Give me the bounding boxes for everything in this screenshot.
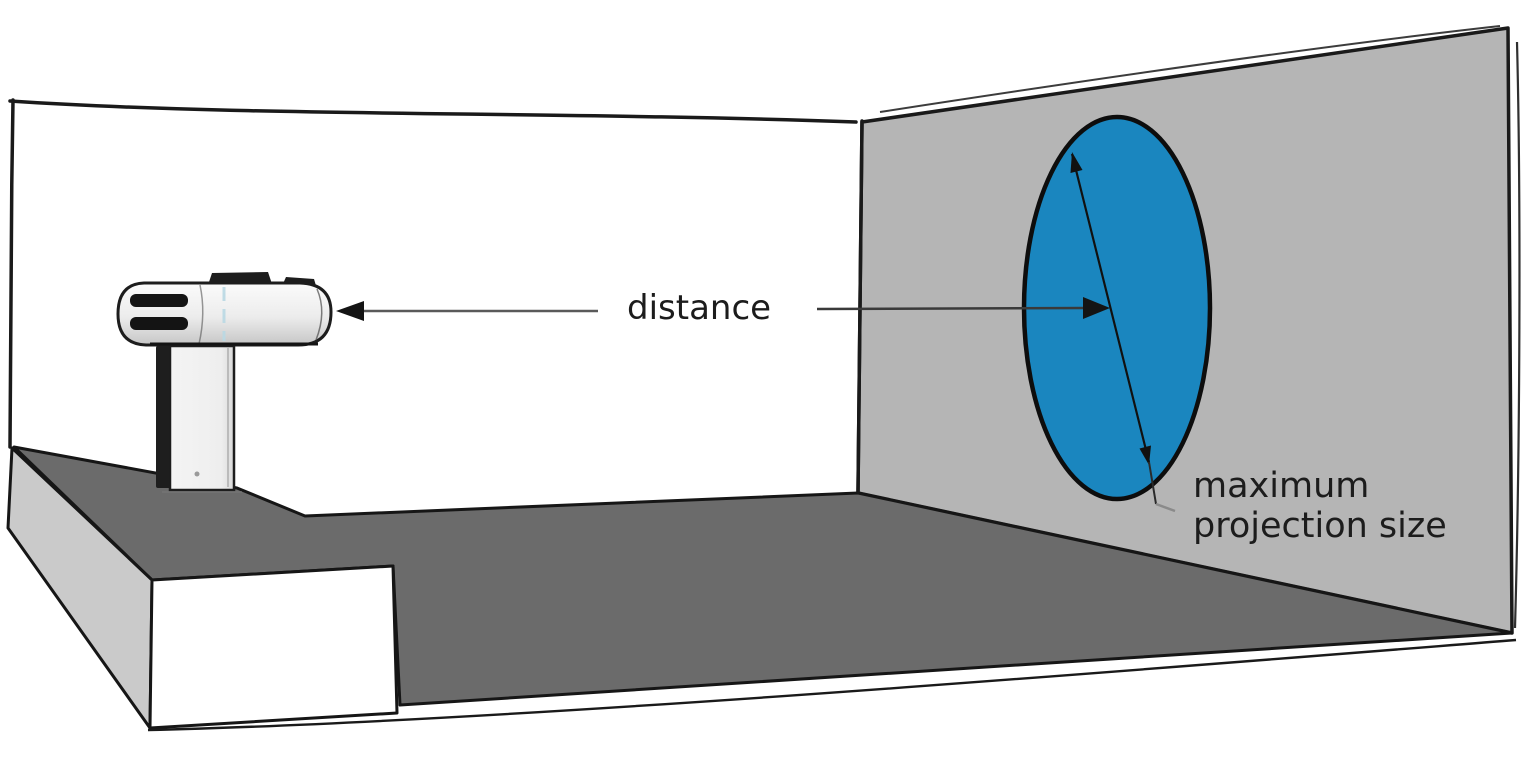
projector [116, 272, 333, 493]
label-leader-line-dark [1148, 461, 1157, 505]
stand-column [168, 344, 236, 492]
distance-label: distance [627, 288, 771, 328]
stand-screw-dot [194, 471, 200, 477]
distance-arrowhead-right-icon [1083, 297, 1110, 319]
platform [6, 446, 399, 730]
wall-top-sketch-line [879, 25, 1501, 113]
wall-right-sketch-line [1513, 41, 1521, 629]
floor-outer-outline [147, 638, 1517, 732]
distance-arrow [336, 297, 1110, 321]
left-wall-top-edge [8, 99, 858, 124]
diameter-arrowhead-top-icon [1070, 152, 1083, 173]
distance-line-right [816, 306, 1087, 311]
diameter-arrow-line [1070, 153, 1151, 463]
label-leader-line-gray [1155, 502, 1176, 513]
projector-cap-seam [198, 284, 204, 345]
diameter-arrowhead-bottom-icon [1139, 445, 1151, 465]
max-projection-label-line2: projection size [1193, 506, 1447, 546]
distance-arrowhead-left-icon [336, 301, 364, 321]
max-projection-label-line1: maximum [1193, 466, 1369, 506]
projector-vent-slot-bottom [130, 317, 188, 330]
projector-lens-bezel [315, 288, 323, 341]
diameter-arrow [1070, 152, 1176, 513]
projector-stand [156, 344, 242, 493]
projector-vent-slot-top [130, 294, 188, 307]
projector-head [116, 272, 333, 347]
wall-corner-edge [856, 119, 864, 494]
left-wall [8, 98, 864, 494]
max-projection-label: maximum projection size [1193, 466, 1447, 546]
platform-front-face [148, 564, 399, 730]
left-wall-left-edge [8, 98, 15, 449]
